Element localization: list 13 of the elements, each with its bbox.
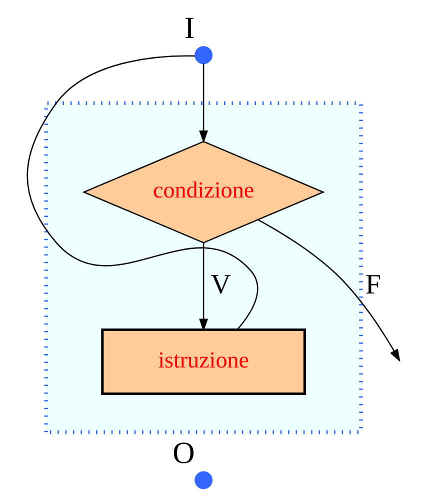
node-circle [194, 471, 212, 490]
edge-label: F [365, 269, 382, 300]
arrow [199, 64, 208, 144]
node-circle [194, 46, 212, 64]
node-box: istruzione [101, 328, 306, 396]
node-diamond: condizione [82, 140, 325, 244]
edge-label: V [210, 269, 231, 300]
node-label: O [172, 436, 195, 470]
cluster [44, 101, 363, 434]
arrow [258, 219, 400, 362]
node-label: I [184, 11, 195, 46]
connector [26, 55, 258, 330]
arrow [199, 243, 208, 332]
